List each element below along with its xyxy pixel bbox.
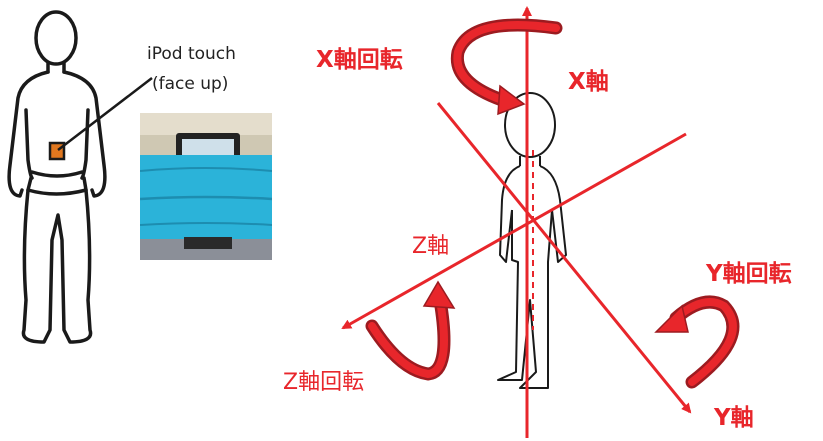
device-leader-line [57,77,153,151]
z-axis-label: Z軸 [412,234,450,259]
side-figure-head [504,92,556,158]
z-rotation-arrow-icon [365,280,456,381]
x-rotation-arrow-icon [450,18,563,116]
figure-head [34,10,78,66]
y-axis-line [436,102,692,414]
z-rotation-label: Z軸回転 [283,370,365,395]
x-axis-label: X軸 [568,69,609,95]
y-rotation-arrow-icon [654,295,740,389]
y-axis-label: Y軸 [714,405,754,431]
x-rotation-label: X軸回転 [316,47,403,73]
y-rotation-label: Y軸回転 [706,261,792,287]
figure-legs [21,188,93,344]
device-label-line1: iPod touch [147,44,236,64]
device-photo [140,113,272,260]
figure-torso [7,70,107,198]
device-label-line2: (face up) [152,74,229,94]
z-axis-line [341,132,687,330]
